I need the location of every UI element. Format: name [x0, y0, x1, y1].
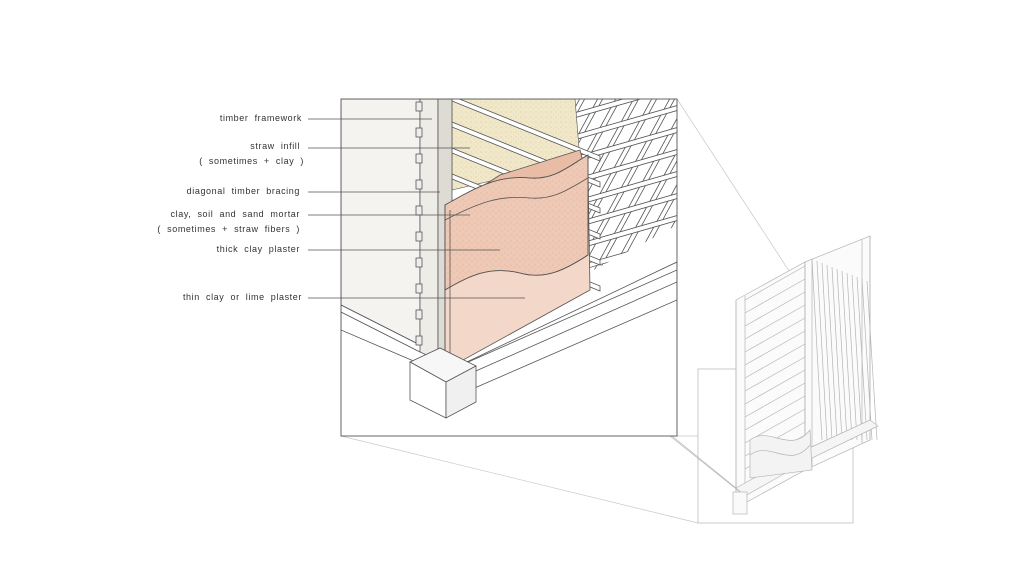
brace-batten: [560, 11, 700, 56]
overview-brace: [821, 262, 833, 441]
label-straw-infill-note: ( sometimes + clay ): [199, 156, 304, 166]
label-thin-clay-or-lime-plaster: thin clay or lime plaster: [182, 292, 302, 302]
label-straw-infill: straw infill: [250, 141, 300, 151]
overview-stud: [744, 356, 806, 392]
foundation-block: [409, 347, 477, 419]
timber-peg: [415, 127, 423, 138]
overview-stud: [744, 278, 806, 314]
label-timber-framework: timber framework: [219, 113, 302, 123]
label-diagonal-timber-bracing: diagonal timber bracing: [186, 186, 300, 196]
brace-batten: [575, 164, 677, 211]
timber-peg: [415, 283, 423, 294]
timber-peg: [415, 231, 423, 242]
timber-peg: [415, 153, 423, 164]
overview-stud: [744, 304, 806, 340]
overview-brace: [836, 268, 848, 441]
overview-stud: [744, 382, 806, 418]
overview-brace: [846, 272, 858, 441]
side-wall-panel: [341, 99, 421, 346]
overview-stud: [744, 291, 806, 327]
brace-batten: [560, 0, 700, 34]
timber-peg: [415, 179, 423, 190]
timber-peg: [415, 257, 423, 268]
brace-strip: [577, 99, 677, 272]
overview-brace: [826, 264, 838, 441]
timber-peg: [415, 101, 423, 112]
overview-stud: [744, 343, 806, 379]
timber-peg: [415, 205, 423, 216]
brace-batten: [575, 186, 677, 233]
timber-peg: [415, 309, 423, 320]
overview-brace: [856, 276, 868, 441]
overview-brace: [861, 278, 873, 441]
leader-lines: [308, 118, 525, 299]
brace-strip: [667, 99, 677, 272]
overview-stud: [744, 317, 806, 353]
overview-stud: [744, 265, 806, 301]
overview-brace: [831, 266, 843, 441]
brace-batten: [575, 99, 677, 145]
overview-brace: [816, 260, 828, 441]
overview-brace: [866, 280, 878, 441]
detail-frame: [340, 98, 678, 437]
overview-brace: [841, 270, 853, 441]
brace-strip: [686, 80, 811, 300]
overview-brace: [851, 274, 863, 441]
timber-peg: [415, 335, 423, 346]
brace-batten: [575, 142, 677, 189]
overview-brace: [811, 258, 823, 441]
overview-stud: [744, 395, 806, 431]
brace-batten: [560, 0, 700, 12]
brace-batten: [575, 99, 677, 101]
overview-frame-drawing: [639, 235, 879, 524]
label-clay-soil-sand-mortar: clay, soil and sand mortar: [170, 209, 300, 219]
brace-batten: [575, 99, 677, 123]
detail-section: [341, 0, 811, 436]
plaster-layers: [444, 149, 591, 372]
brace-batten: [560, 33, 700, 78]
brace-batten: [575, 208, 677, 255]
overview-stud: [744, 330, 806, 366]
label-clay-soil-sand-mortar-note: ( sometimes + straw fibers ): [157, 224, 300, 234]
brace-strip: [575, 99, 668, 272]
overview-stud: [744, 369, 806, 405]
label-thick-clay-plaster: thick clay plaster: [216, 244, 300, 254]
